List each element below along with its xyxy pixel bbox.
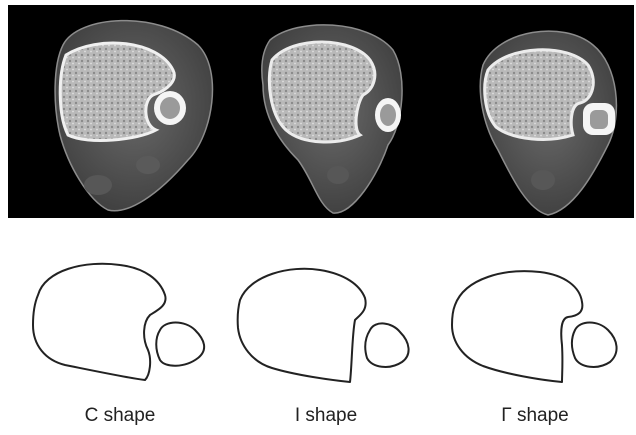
outline-gamma-shape bbox=[452, 271, 617, 382]
caption-gamma-shape: Γ shape bbox=[455, 405, 615, 427]
outline-i-shape bbox=[238, 269, 409, 382]
caption-c-shape: C shape bbox=[40, 405, 200, 427]
ct-scan-c-shape bbox=[55, 21, 212, 211]
caption-i-shape: I shape bbox=[246, 405, 406, 427]
ct-scans bbox=[8, 5, 634, 218]
outline-c-shape bbox=[33, 264, 204, 380]
bone-outline-diagrams bbox=[0, 250, 636, 400]
ct-scan-gamma-shape bbox=[480, 31, 616, 215]
ct-image-panel bbox=[8, 5, 634, 218]
ct-scan-i-shape bbox=[262, 25, 402, 213]
